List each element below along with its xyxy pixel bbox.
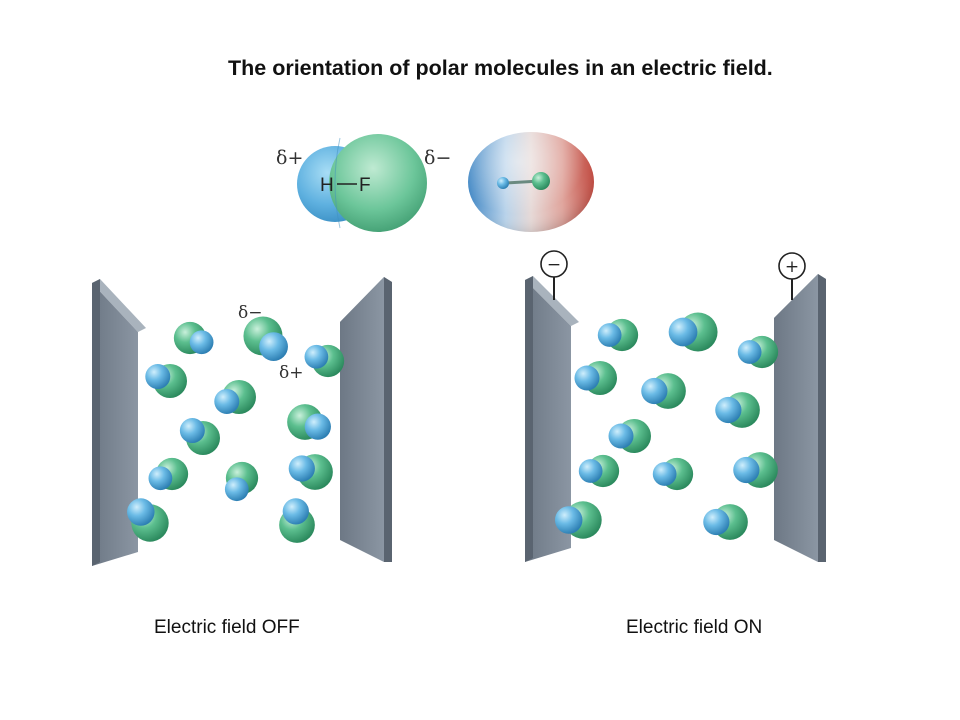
electrostatic-potential-map — [468, 132, 594, 232]
hf-molecule — [214, 380, 256, 414]
aligned-molecules — [554, 312, 779, 540]
hf-space-filling-model: H F δ+ δ− — [276, 134, 451, 232]
hf-molecule — [173, 321, 214, 355]
hf-molecule — [733, 452, 778, 488]
hf-molecule — [279, 498, 315, 543]
hydrogen-label: H — [320, 175, 334, 196]
positive-plate — [774, 274, 826, 562]
negative-terminal-sign: − — [547, 255, 561, 275]
left-plate — [92, 279, 146, 566]
fluorine-atom — [329, 134, 427, 232]
fluorine-label: F — [359, 175, 371, 196]
right-plate — [340, 277, 392, 562]
hf-molecule — [288, 454, 333, 490]
hf-molecule — [597, 318, 639, 352]
hf-molecule — [145, 364, 187, 398]
negative-terminal: − — [540, 250, 568, 300]
page-title: The orientation of polar molecules in an… — [228, 56, 773, 80]
delta-minus-label: δ− — [424, 147, 451, 169]
hf-molecule — [148, 457, 189, 491]
positive-terminal-sign: + — [785, 257, 799, 277]
caption-field-on: Electric field ON — [626, 617, 763, 638]
hf-molecule — [737, 335, 779, 369]
hf-bond-overlap — [334, 137, 341, 229]
caption-field-off: Electric field OFF — [154, 617, 300, 638]
hf-molecule — [554, 501, 602, 539]
molecule-delta-plus: δ+ — [279, 363, 303, 383]
negative-plate — [525, 276, 579, 562]
hf-molecule — [304, 344, 345, 378]
hf-molecule — [127, 498, 169, 542]
hf-molecule — [641, 373, 686, 409]
panel-field-on: − + — [525, 250, 826, 562]
inner-fluorine — [532, 172, 550, 190]
hf-molecule — [668, 312, 718, 352]
panel-field-off: δ− δ+ — [92, 277, 392, 566]
delta-plus-label: δ+ — [276, 147, 303, 169]
inner-hydrogen — [497, 177, 509, 189]
hf-molecule — [287, 404, 331, 440]
positive-terminal-circle — [778, 252, 806, 280]
hf-molecule — [574, 361, 617, 395]
hf-molecule — [224, 461, 259, 502]
hf-molecule — [179, 418, 220, 455]
negative-terminal-circle — [540, 250, 568, 278]
hf-molecule — [652, 457, 694, 491]
molecule-delta-minus: δ− — [238, 303, 262, 323]
hf-molecule — [608, 419, 651, 453]
positive-terminal: + — [778, 252, 806, 300]
hf-molecule — [715, 392, 760, 428]
hf-molecule — [243, 316, 288, 361]
hf-molecule — [578, 454, 620, 488]
hf-molecule — [703, 504, 748, 540]
random-molecules — [127, 316, 345, 543]
